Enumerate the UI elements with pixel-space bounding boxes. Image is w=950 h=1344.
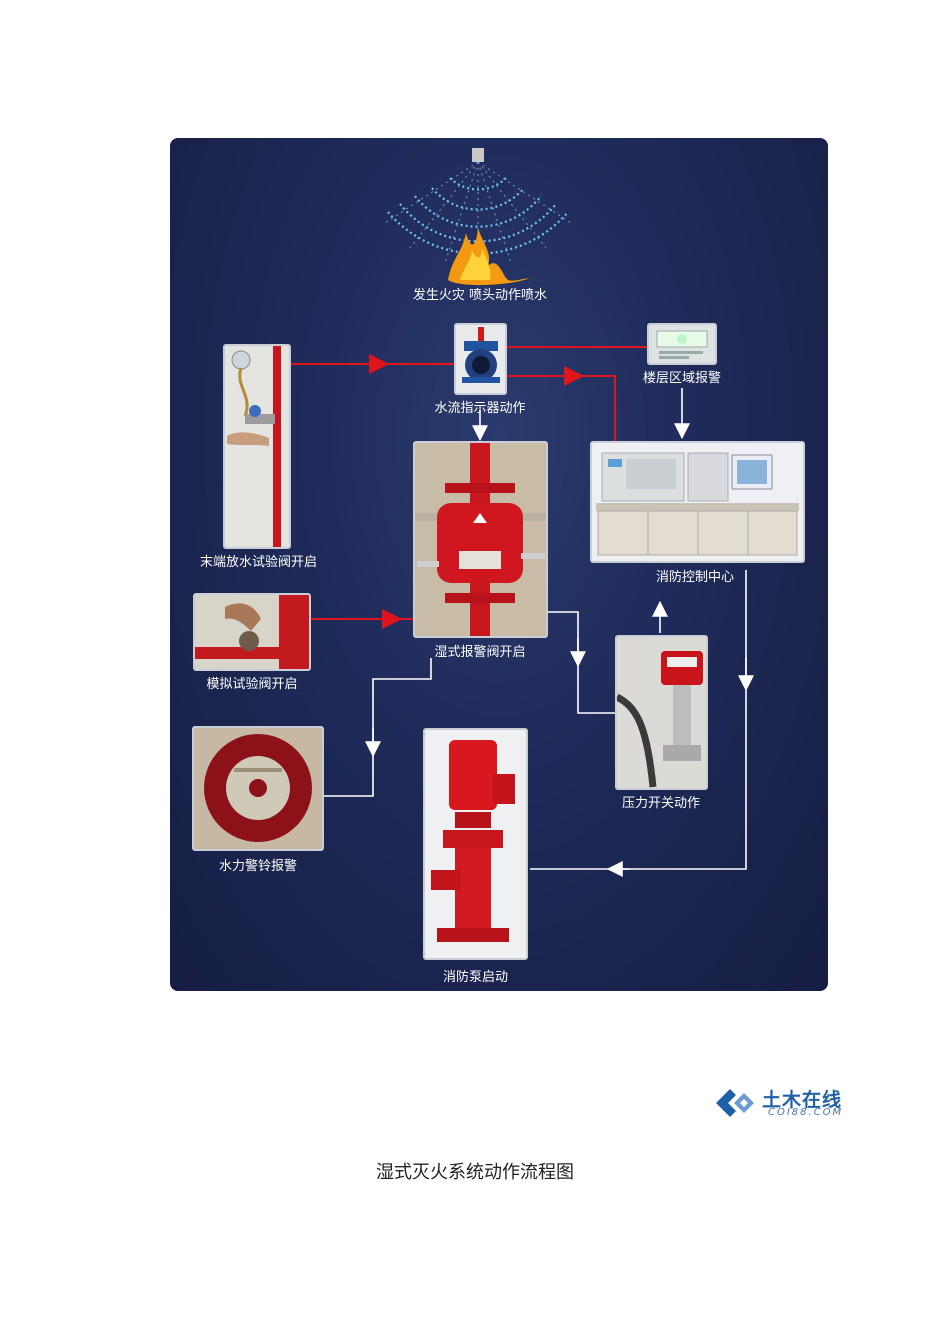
- control-center-console-icon: [596, 452, 799, 556]
- wet-alarm-valve-label: 湿式报警阀开启: [434, 645, 526, 660]
- fire-pump-image: [423, 728, 528, 960]
- sim-valve-icon: [195, 595, 309, 669]
- site-logo: 土木在线 COI88.COM: [712, 1085, 862, 1125]
- pressure-switch-label: 压力开关动作: [621, 796, 700, 811]
- flow-indicator-image: [454, 323, 507, 395]
- flow-indicator-icon: [462, 327, 500, 383]
- logo-brand-text: 土木在线: [762, 1089, 843, 1111]
- floor-alarm-image: [647, 323, 717, 365]
- fire-label: 发生火灾 喷头动作喷水: [412, 288, 548, 303]
- logo-mark-icon: [716, 1089, 754, 1117]
- fire-flame-icon: [448, 228, 530, 286]
- fire-pump-icon: [431, 740, 515, 942]
- water-bell-icon: [204, 734, 312, 842]
- control-center-label: 消防控制中心: [655, 570, 734, 585]
- wet-alarm-valve-icon: [415, 443, 546, 636]
- flow-connectors: [291, 148, 754, 877]
- flowchart-panel: 发生火灾 喷头动作喷水 水流指示器动作 楼层区域报警 末: [170, 138, 828, 991]
- sprinkler-spray-icon: [384, 148, 572, 268]
- sim-valve-label: 模拟试验阀开启: [206, 677, 298, 692]
- water-bell-image: [192, 726, 324, 851]
- water-bell-label: 水力警铃报警: [218, 859, 297, 874]
- end-valve-icon: [227, 346, 281, 547]
- pressure-switch-icon: [617, 651, 703, 788]
- pressure-switch-image: [615, 635, 708, 790]
- figure-caption: 湿式灭火系统动作流程图: [376, 1162, 574, 1183]
- fire-pump-label: 消防泵启动: [442, 970, 508, 985]
- sim-valve-image: [193, 593, 311, 671]
- control-center-image: [590, 441, 805, 563]
- end-valve-label: 末端放水试验阀开启: [199, 555, 317, 570]
- floor-alarm-label: 楼层区域报警: [642, 371, 721, 386]
- logo-domain-text: COI88.COM: [768, 1107, 844, 1118]
- wet-alarm-valve-image: [413, 441, 548, 638]
- floor-alarm-panel-icon: [656, 330, 708, 359]
- end-valve-image: [223, 344, 291, 549]
- flow-indicator-label: 水流指示器动作: [434, 401, 526, 416]
